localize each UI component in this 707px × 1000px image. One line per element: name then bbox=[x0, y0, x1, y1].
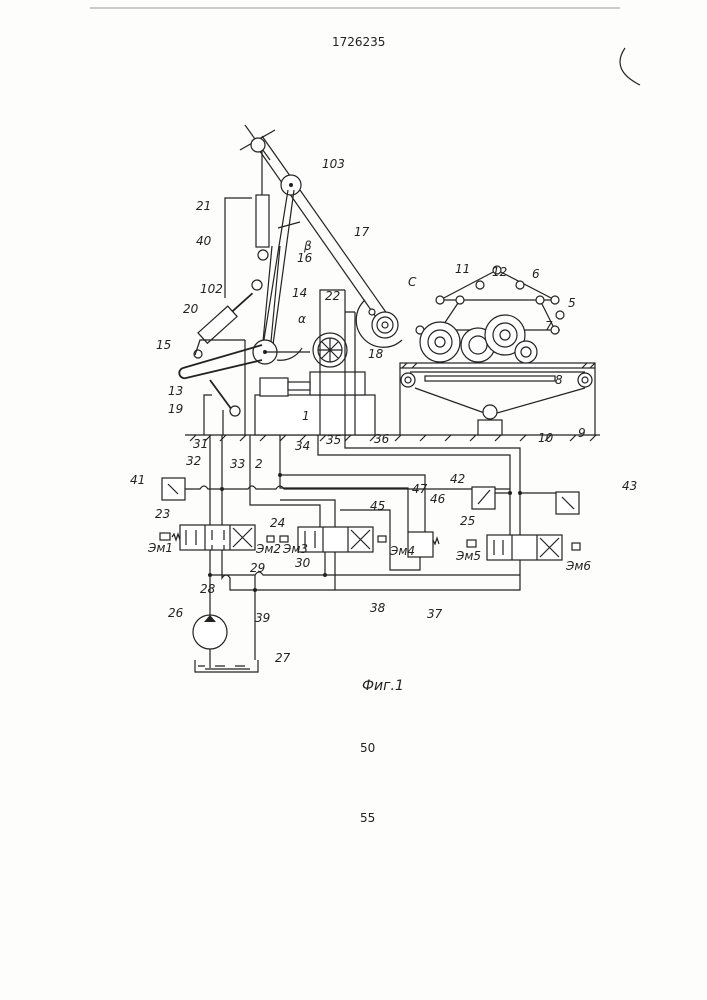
reference-label: 18 bbox=[368, 347, 384, 361]
reference-label: α bbox=[298, 312, 306, 326]
conveyor bbox=[400, 266, 595, 435]
reference-labels: 103 21 17 40 β 16 C 11 12 6 102 22 14 α … bbox=[130, 157, 637, 665]
reference-label: 43 bbox=[622, 479, 637, 493]
reference-label: 22 bbox=[325, 289, 340, 303]
reference-label: 34 bbox=[295, 439, 310, 453]
reference-label: 40 bbox=[196, 234, 212, 248]
reference-label: Эм2 bbox=[255, 542, 281, 556]
arm-15 bbox=[183, 345, 262, 378]
reference-label: 25 bbox=[460, 514, 475, 528]
reference-label: 32 bbox=[186, 454, 201, 468]
reference-label: 23 bbox=[155, 507, 170, 521]
reference-label: Эм6 bbox=[565, 559, 591, 573]
reference-label: Эм5 bbox=[455, 549, 481, 563]
gearbox-18 bbox=[310, 372, 365, 395]
reference-label: 14 bbox=[292, 286, 307, 300]
reference-label: 28 bbox=[200, 582, 216, 596]
reference-label: 29 bbox=[250, 561, 265, 575]
reference-label: 20 bbox=[183, 302, 199, 316]
reference-label: 11 bbox=[455, 262, 470, 276]
reference-label: Эм1 bbox=[147, 541, 173, 555]
reference-label: C bbox=[408, 275, 417, 289]
reference-label: 45 bbox=[370, 499, 385, 513]
reference-label: 27 bbox=[275, 651, 291, 665]
reference-label: 7 bbox=[545, 319, 553, 333]
tank-27 bbox=[195, 660, 258, 672]
carriage-8 bbox=[425, 376, 555, 381]
reference-label: Эм3 bbox=[282, 542, 308, 556]
frame-40 bbox=[225, 198, 252, 298]
reference-label: 33 bbox=[230, 457, 245, 471]
line-number-50: 50 bbox=[360, 741, 375, 755]
reference-label: 5 bbox=[568, 296, 576, 310]
cylinder-21 bbox=[256, 195, 269, 247]
reference-label: 42 bbox=[450, 472, 465, 486]
reference-label: 8 bbox=[555, 373, 563, 387]
figure-caption: Фиг.1 bbox=[362, 678, 404, 694]
reference-label: 2 bbox=[255, 457, 263, 471]
roll-6 bbox=[420, 322, 460, 362]
reference-label: 24 bbox=[270, 516, 285, 530]
reference-label: 35 bbox=[326, 433, 341, 447]
reference-label: 47 bbox=[412, 482, 428, 496]
margin-mark bbox=[620, 48, 640, 85]
reference-label: 102 bbox=[200, 282, 223, 296]
line-number-55: 55 bbox=[360, 811, 375, 825]
cylinder-19 bbox=[210, 380, 232, 410]
reference-label: 1 bbox=[302, 409, 310, 423]
drive-roller-9 bbox=[483, 405, 497, 419]
reference-label: 31 bbox=[193, 437, 208, 451]
table-5 bbox=[400, 363, 595, 368]
reference-label: Эм4 bbox=[389, 544, 415, 558]
reference-label: 12 bbox=[492, 265, 507, 279]
reference-label: 19 bbox=[168, 402, 183, 416]
reference-label: 15 bbox=[156, 338, 171, 352]
reference-label: 41 bbox=[130, 473, 145, 487]
reference-label: 26 bbox=[168, 606, 184, 620]
reference-label: 17 bbox=[354, 225, 370, 239]
reference-label: 46 bbox=[430, 492, 446, 506]
valve-23 bbox=[160, 525, 255, 550]
reference-label: 6 bbox=[532, 267, 540, 281]
reference-label: 39 bbox=[255, 611, 270, 625]
reference-label: 103 bbox=[322, 157, 345, 171]
valve-25 bbox=[467, 535, 580, 560]
reference-label: 13 bbox=[168, 384, 183, 398]
patent-number: 1726235 bbox=[332, 35, 385, 49]
reference-label: 9 bbox=[578, 426, 586, 440]
reference-label: 30 bbox=[295, 556, 311, 570]
reference-label: 21 bbox=[196, 199, 211, 213]
cylinder-20 bbox=[198, 288, 257, 343]
reference-label: 37 bbox=[427, 607, 443, 621]
reference-label: 38 bbox=[370, 601, 386, 615]
reference-label: 16 bbox=[297, 251, 313, 265]
reference-label: 36 bbox=[374, 432, 390, 446]
reference-label: 10 bbox=[538, 431, 554, 445]
